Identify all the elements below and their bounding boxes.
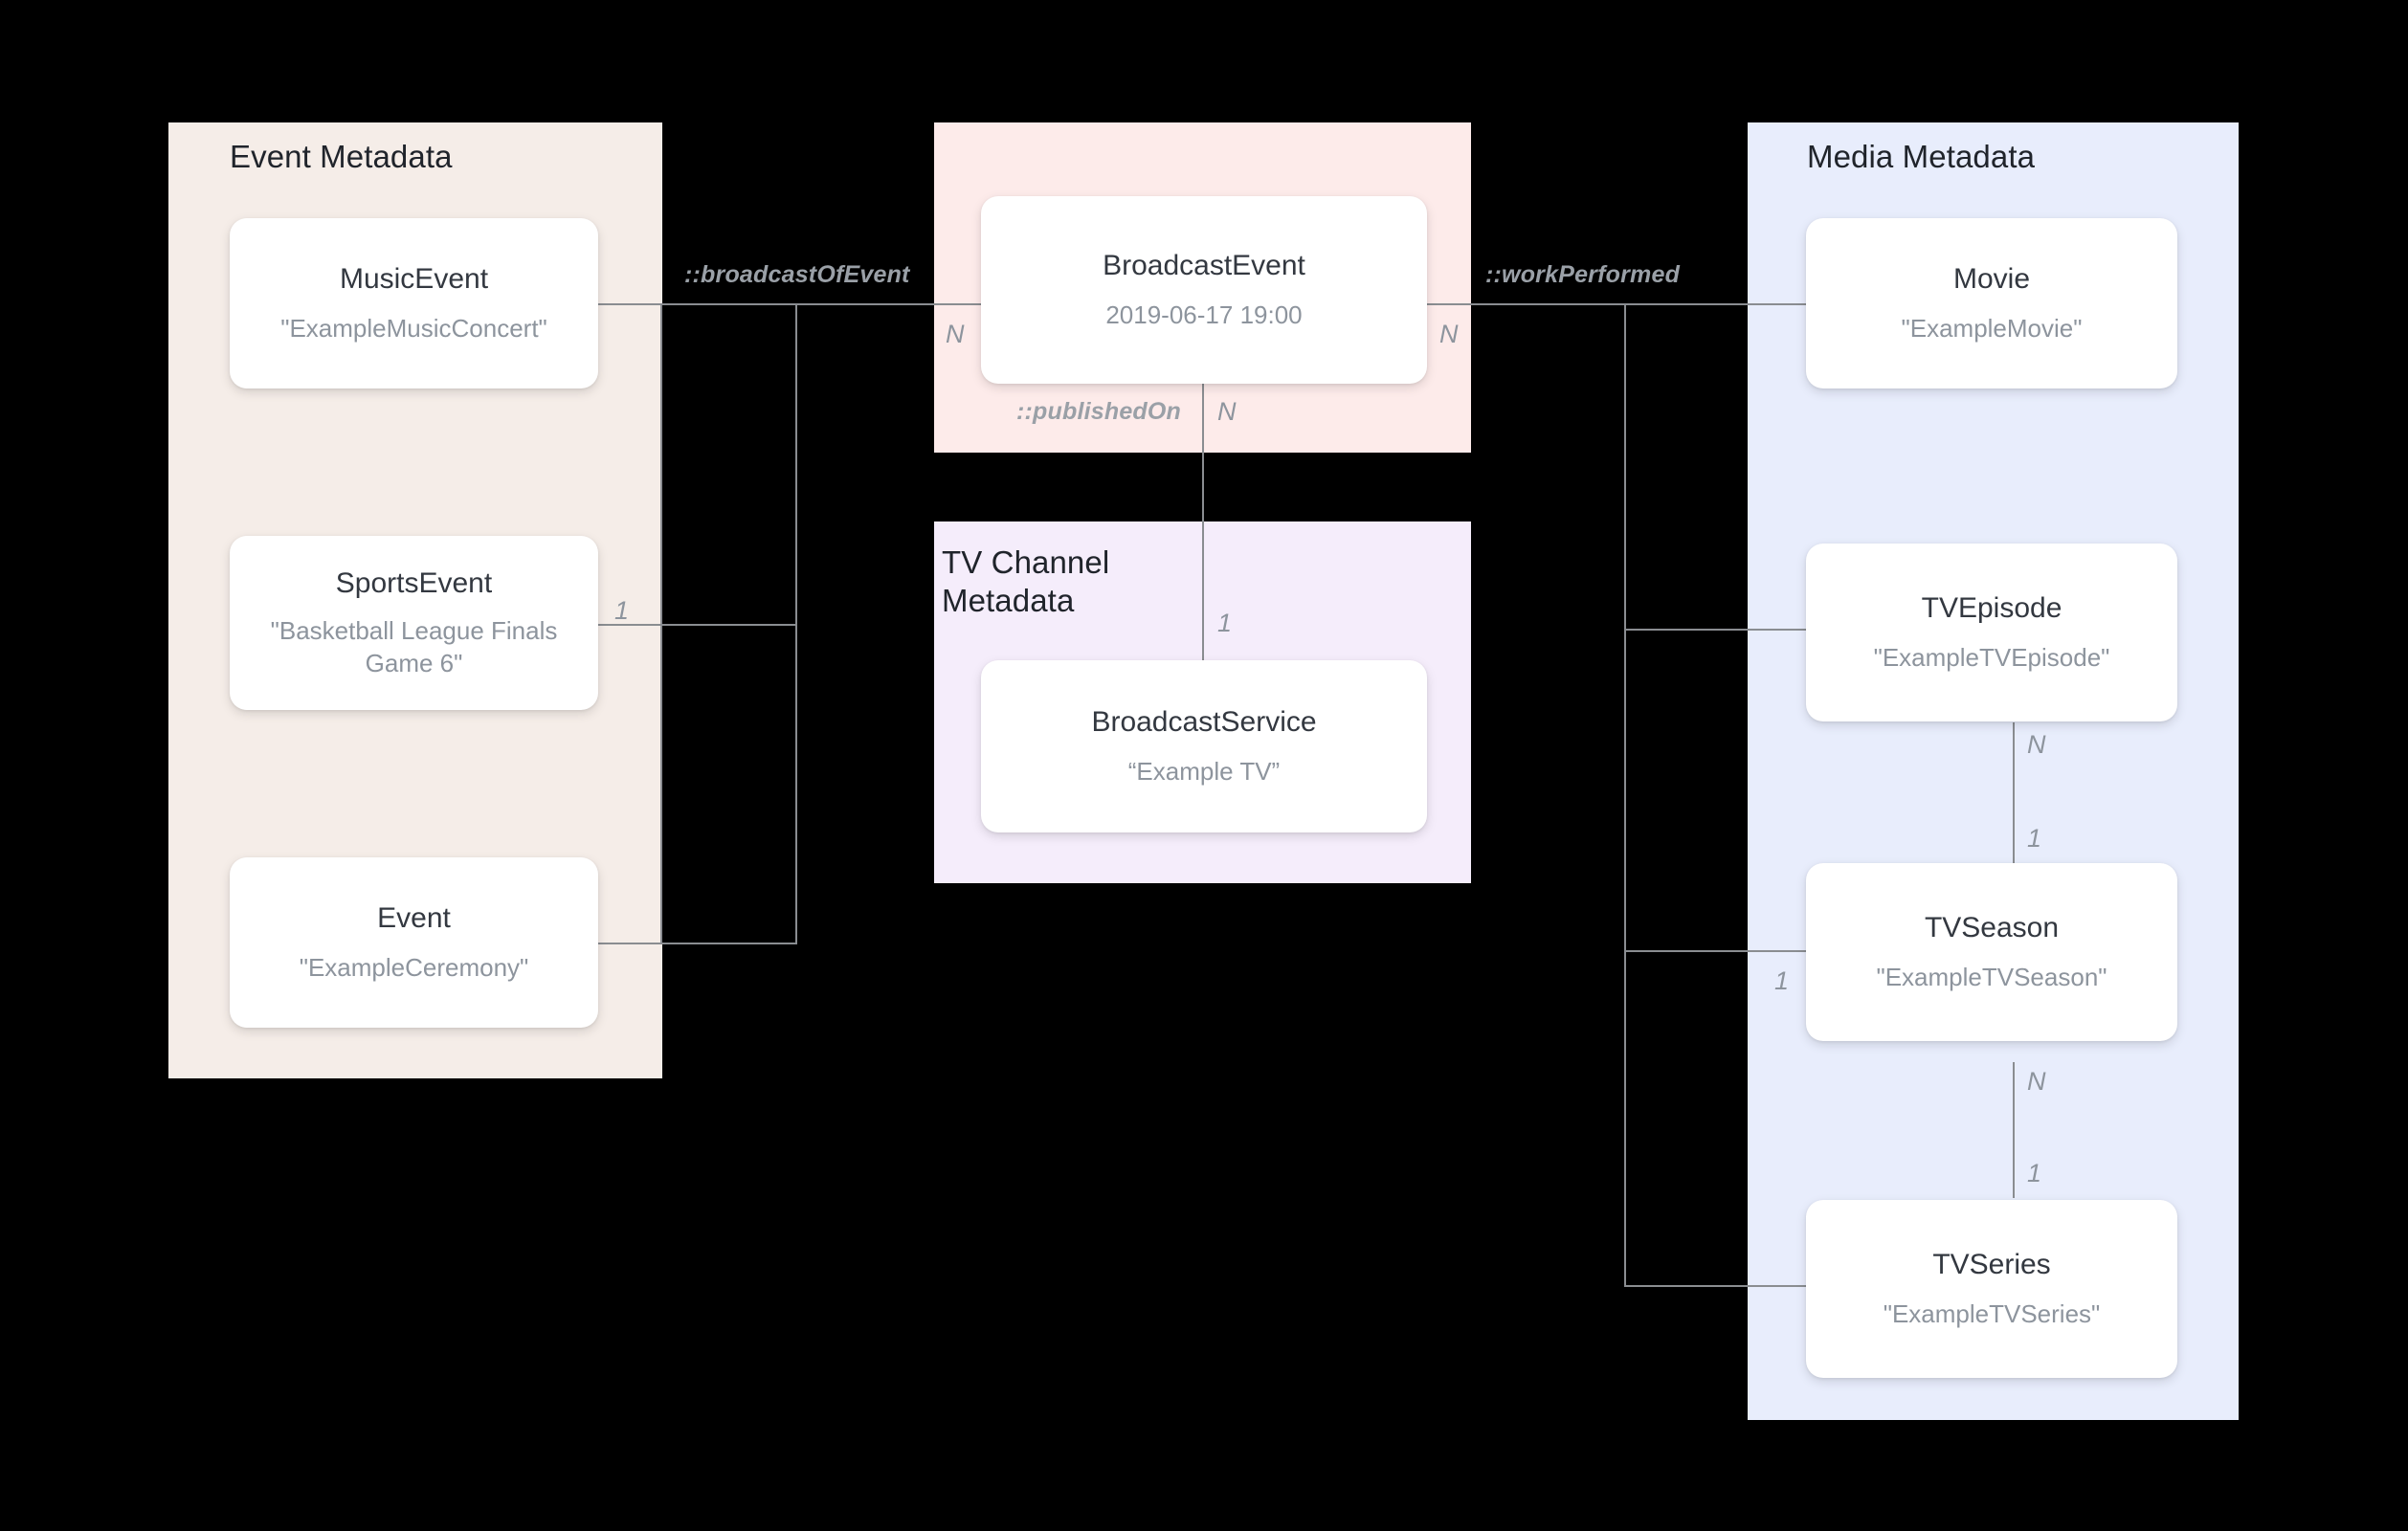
cardinality-broadcastevent-right: N [1439, 320, 1459, 348]
cardinality-sportsevent: 1 [614, 596, 630, 625]
line-to-tvseries [1624, 1285, 1806, 1287]
entity-card-tvseason[interactable]: TVSeason "ExampleTVSeason" [1806, 863, 2177, 1041]
entity-value-movie: "ExampleMovie" [1901, 313, 2083, 343]
entity-value-tvseries: "ExampleTVSeries" [1883, 1298, 2101, 1328]
relationship-label-broadcastofevent: ::broadcastOfEvent [684, 261, 910, 288]
entity-card-broadcastservice[interactable]: BroadcastService “Example TV” [981, 660, 1427, 832]
cardinality-tvepisode-bottom: N [2027, 730, 2046, 759]
entity-type-musicevent: MusicEvent [339, 263, 489, 296]
entity-type-movie: Movie [1952, 263, 2031, 296]
line-media-trunk [1624, 303, 1626, 1285]
line-to-broadcastevent [795, 303, 981, 305]
entity-type-event: Event [377, 902, 451, 935]
line-musicevent-stub [598, 303, 797, 305]
cardinality-tvseason-bottom: N [2027, 1067, 2046, 1096]
line-event-stub [598, 943, 797, 944]
entity-type-broadcastevent: BroadcastEvent [1103, 250, 1305, 282]
line-publishedon [1202, 383, 1204, 660]
entity-value-broadcastevent: 2019-06-17 19:00 [1105, 300, 1303, 329]
entity-card-movie[interactable]: Movie "ExampleMovie" [1806, 218, 2177, 388]
entity-type-broadcastservice: BroadcastService [1091, 706, 1317, 739]
entity-type-sportsevent: SportsEvent [335, 567, 493, 600]
entity-value-tvepisode: "ExampleTVEpisode" [1873, 642, 2110, 672]
cardinality-broadcastservice: 1 [1217, 609, 1233, 637]
line-event-inner-trunk [660, 303, 662, 943]
line-to-tvepisode [1624, 629, 1806, 631]
line-from-broadcastevent-right [1427, 303, 1752, 305]
line-to-tvseason [1624, 950, 1806, 952]
entity-value-musicevent: "ExampleMusicConcert" [280, 313, 547, 343]
entity-type-tvseries: TVSeries [1932, 1249, 2051, 1281]
entity-type-tvseason: TVSeason [1924, 912, 2060, 944]
line-sportsevent-stub [598, 624, 797, 626]
group-title-media-metadata: Media Metadata [1807, 139, 2036, 174]
entity-card-event[interactable]: Event "ExampleCeremony" [230, 857, 598, 1028]
entity-card-tvepisode[interactable]: TVEpisode "ExampleTVEpisode" [1806, 544, 2177, 721]
entity-card-broadcastevent[interactable]: BroadcastEvent 2019-06-17 19:00 [981, 196, 1427, 384]
group-title-tv-channel-metadata: TV Channel Metadata [942, 544, 1110, 619]
cardinality-broadcastevent-down: N [1217, 397, 1237, 426]
entity-card-sportsevent[interactable]: SportsEvent "Basketball League Finals Ga… [230, 536, 598, 710]
entity-value-broadcastservice: “Example TV” [1127, 756, 1281, 786]
entity-type-tvepisode: TVEpisode [1921, 592, 2062, 625]
line-episode-to-season [2013, 722, 2015, 895]
cardinality-tvseries-top: 1 [2027, 1159, 2042, 1187]
cardinality-tvseason-left: 1 [1774, 966, 1790, 995]
entity-card-musicevent[interactable]: MusicEvent "ExampleMusicConcert" [230, 218, 598, 388]
group-title-event-metadata: Event Metadata [230, 139, 453, 174]
relationship-label-workperformed: ::workPerformed [1485, 261, 1681, 288]
line-season-to-series [2013, 1062, 2015, 1198]
entity-value-tvseason: "ExampleTVSeason" [1876, 962, 2107, 991]
cardinality-tvseason-top: 1 [2027, 824, 2042, 853]
entity-value-sportsevent: "Basketball League Finals Game 6" [270, 615, 558, 677]
line-to-movie [1624, 303, 1806, 305]
entity-value-event: "ExampleCeremony" [299, 952, 529, 982]
cardinality-broadcastevent-left: N [946, 320, 965, 348]
entity-card-tvseries[interactable]: TVSeries "ExampleTVSeries" [1806, 1200, 2177, 1378]
relationship-label-publishedon: ::publishedOn [1016, 398, 1182, 425]
